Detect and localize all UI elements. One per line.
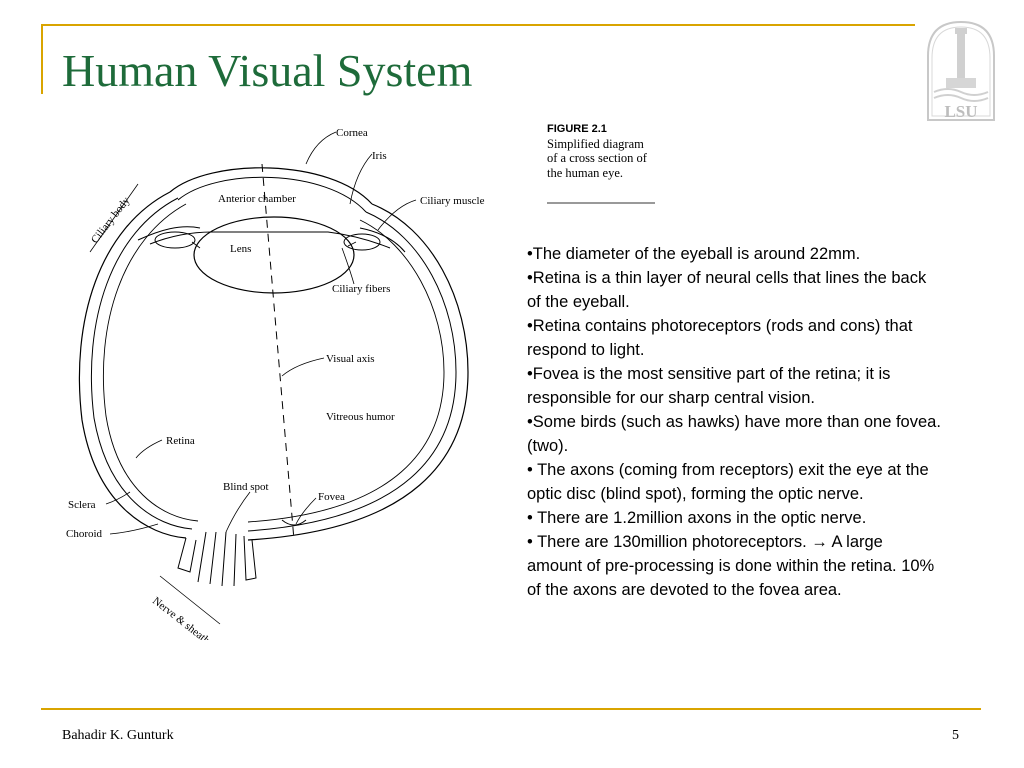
label-visual-axis: Visual axis [326, 353, 375, 365]
leader-blind-spot [225, 491, 251, 533]
nerve-sheath-left [177, 537, 197, 573]
leader-retina [135, 439, 163, 459]
bullet-item: •Retina is a thin layer of neural cells … [527, 269, 927, 311]
label-vitreous-humor: Vitreous humor [326, 411, 395, 423]
ciliary-body-left [137, 226, 201, 241]
ciliary-body-bracket [89, 183, 139, 253]
nerve-sheath-right [243, 535, 257, 581]
cornea-outer [169, 167, 373, 205]
label-nerve-sheath: Nerve & sheath [150, 595, 212, 640]
bullet-item: •Retina contains photoreceptors (rods an… [527, 317, 913, 359]
choroid-outline-left [90, 197, 193, 530]
label-ciliary-body: Ciliary body [89, 194, 133, 245]
leader-visual-axis [281, 357, 325, 377]
label-anterior-chamber: Anterior chamber [218, 193, 296, 205]
caption-underline [547, 202, 655, 204]
lens-shape [193, 216, 355, 294]
label-sclera: Sclera [68, 499, 96, 511]
bullet-item: •Some birds (such as hawks) have more th… [527, 413, 941, 455]
fovea-pit [281, 519, 307, 526]
leader-sclera [105, 491, 131, 505]
label-fovea: Fovea [318, 491, 345, 503]
leader-ciliary-fibers [341, 247, 355, 285]
cornea-inner [177, 176, 367, 213]
retina-outline-left [102, 203, 199, 522]
label-choroid: Choroid [66, 528, 103, 540]
choroid-outline-right [247, 211, 457, 532]
label-ciliary-fibers: Ciliary fibers [332, 283, 390, 295]
bullet-item: • There are 1.2million axons in the opti… [527, 509, 867, 527]
slide-title: Human Visual System [62, 45, 473, 96]
label-iris: Iris [372, 150, 387, 162]
zonule-right [347, 241, 357, 247]
bullet-list: •The diameter of the eyeball is around 2… [527, 242, 942, 602]
nerve-sheath-bracket [159, 575, 221, 625]
ciliary-process-right [343, 233, 381, 251]
frame-bottom-rule [41, 708, 981, 710]
leader-iris [349, 153, 373, 205]
leader-choroid [109, 523, 159, 535]
logo-text: LSU [944, 102, 977, 121]
ciliary-process-left [154, 231, 196, 249]
label-retina: Retina [166, 435, 195, 447]
zonule-left [191, 241, 201, 249]
figure-caption-text: Simplified diagram of a cross section of… [547, 136, 647, 180]
lsu-logo: LSU [927, 20, 995, 121]
retina-outline-right [247, 219, 445, 523]
bullet-item: • The axons (coming from receptors) exit… [527, 461, 929, 503]
label-blind-spot: Blind spot [223, 481, 269, 493]
bullet-item: •Fovea is the most sensitive part of the… [527, 365, 891, 407]
figure-caption: FIGURE 2.1 Simplified diagram of a cross… [547, 122, 657, 180]
iris-outline [149, 231, 391, 249]
figure-number: FIGURE 2.1 [547, 123, 607, 135]
footer-author: Bahadir K. Gunturk [62, 728, 174, 743]
optic-nerve-fibers [197, 531, 237, 587]
label-cornea: Cornea [336, 127, 368, 139]
sclera-outline-left [78, 191, 187, 539]
label-lens: Lens [230, 243, 251, 255]
bullet-item: •The diameter of the eyeball is around 2… [527, 245, 861, 263]
leader-ciliary-muscle [377, 199, 417, 231]
eye-cross-section-diagram: Cornea Iris Ciliary muscle Anterior cham… [66, 127, 485, 640]
visual-axis-line [261, 163, 295, 541]
label-ciliary-muscle: Ciliary muscle [420, 195, 485, 207]
ciliary-body-right [359, 227, 406, 253]
leader-fovea [295, 497, 317, 525]
bullet-item: • There are 130million photoreceptors. →… [527, 533, 935, 599]
page-number: 5 [952, 728, 959, 743]
leader-cornea [305, 131, 337, 165]
frame-left-rule [41, 24, 43, 94]
sclera-outline-right [247, 203, 469, 541]
frame-top-rule [41, 24, 915, 26]
